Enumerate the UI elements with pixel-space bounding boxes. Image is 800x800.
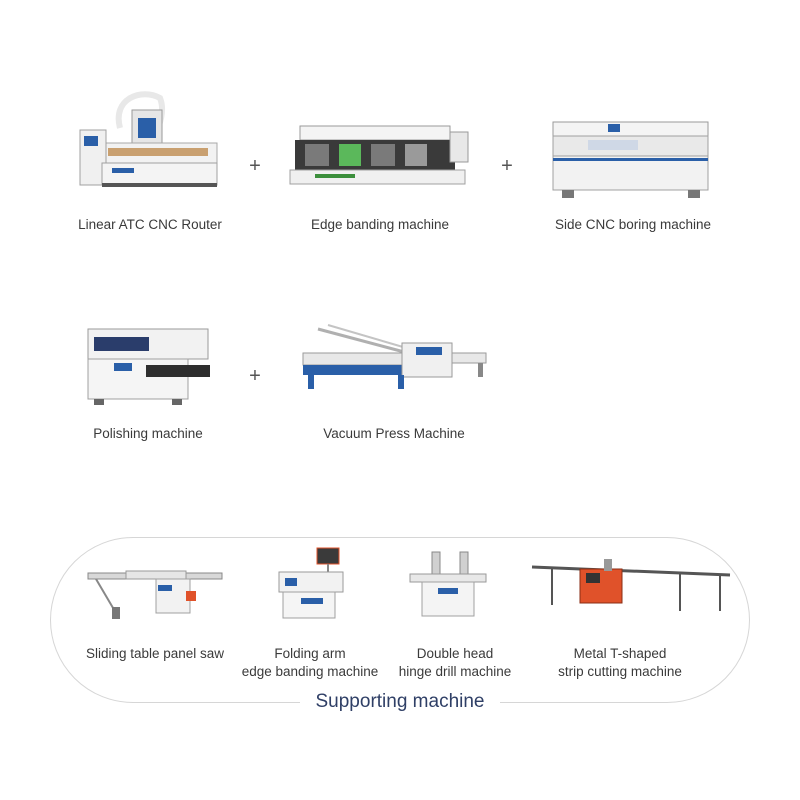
panel-saw-icon bbox=[86, 563, 224, 623]
support-label-hinge-drill-line2: hinge drill machine bbox=[398, 664, 512, 679]
machine-label-edge-banding: Edge banding machine bbox=[310, 217, 450, 232]
support-label-folding-arm-line2: edge banding machine bbox=[241, 664, 379, 679]
vacuum-press-icon bbox=[298, 323, 490, 393]
folding-arm-icon bbox=[275, 546, 347, 624]
supporting-machine-title: Supporting machine bbox=[300, 690, 500, 714]
machine-label-vacuum-press: Vacuum Press Machine bbox=[323, 426, 465, 441]
support-label-strip-cutter-line1: Metal T-shaped bbox=[573, 646, 667, 661]
polishing-icon bbox=[86, 325, 212, 409]
edge-banding-icon bbox=[285, 120, 475, 190]
side-boring-icon bbox=[548, 118, 713, 202]
plus-sign: + bbox=[249, 155, 261, 177]
plus-sign: + bbox=[249, 365, 261, 387]
support-label-hinge-drill-line1: Double head bbox=[416, 646, 494, 661]
cnc-router-icon bbox=[72, 88, 227, 200]
machine-label-polishing: Polishing machine bbox=[93, 426, 203, 441]
support-label-strip-cutter-line2: strip cutting machine bbox=[558, 664, 682, 679]
support-label-panel-saw: Sliding table panel saw bbox=[85, 646, 225, 661]
strip-cutter-icon bbox=[530, 555, 732, 615]
hinge-drill-icon bbox=[408, 550, 488, 620]
plus-sign: + bbox=[501, 155, 513, 177]
support-label-folding-arm-line1: Folding arm bbox=[274, 646, 346, 661]
machine-label-cnc-router: Linear ATC CNC Router bbox=[78, 217, 222, 232]
machine-label-side-boring: Side CNC boring machine bbox=[554, 217, 712, 232]
